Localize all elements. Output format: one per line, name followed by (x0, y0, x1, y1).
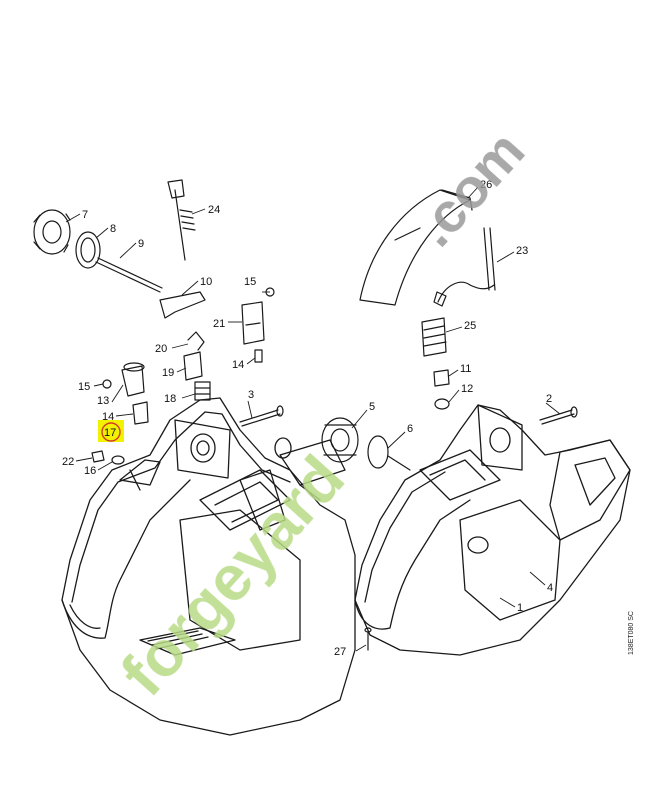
small-parts-left (33, 179, 284, 465)
callout-14-upper: 14 (232, 359, 244, 371)
callout-15-lower: 15 (78, 381, 90, 393)
callout-14-lower: 14 (102, 411, 114, 423)
callout-26: 26 (480, 179, 492, 191)
callout-24: 24 (208, 204, 220, 216)
callout-16: 16 (84, 465, 96, 477)
callout-22: 22 (62, 456, 74, 468)
callout-19: 19 (162, 367, 174, 379)
small-parts-right (321, 189, 578, 651)
callout-21: 21 (213, 318, 225, 330)
callout-12: 12 (461, 383, 473, 395)
callout-15-upper: 15 (244, 276, 256, 288)
right-housing-drawing (354, 404, 631, 656)
callout-8: 8 (110, 223, 116, 235)
callout-9: 9 (138, 238, 144, 250)
callout-23: 23 (516, 245, 528, 257)
callout-1: 1 (517, 602, 523, 614)
callout-25: 25 (464, 320, 476, 332)
left-housing-drawing (61, 397, 356, 736)
reference-code: 138ET080 SC (628, 611, 635, 655)
callout-4: 4 (547, 582, 553, 594)
callout-7: 7 (82, 209, 88, 221)
callout-27: 27 (334, 646, 346, 658)
callout-20: 20 (155, 343, 167, 355)
callout-labels: 7 8 9 24 10 15 21 14 20 19 18 15 13 14 1… (62, 179, 553, 658)
callout-10: 10 (200, 276, 212, 288)
callout-3: 3 (248, 389, 254, 401)
callout-13: 13 (97, 395, 109, 407)
callout-6: 6 (407, 423, 413, 435)
callout-17: 17 (104, 427, 116, 439)
part-17-highlight (98, 420, 124, 442)
callout-18: 18 (164, 393, 176, 405)
callout-2: 2 (546, 393, 552, 405)
callout-5: 5 (369, 401, 375, 413)
leader-lines (65, 186, 561, 652)
callout-11: 11 (460, 363, 471, 375)
